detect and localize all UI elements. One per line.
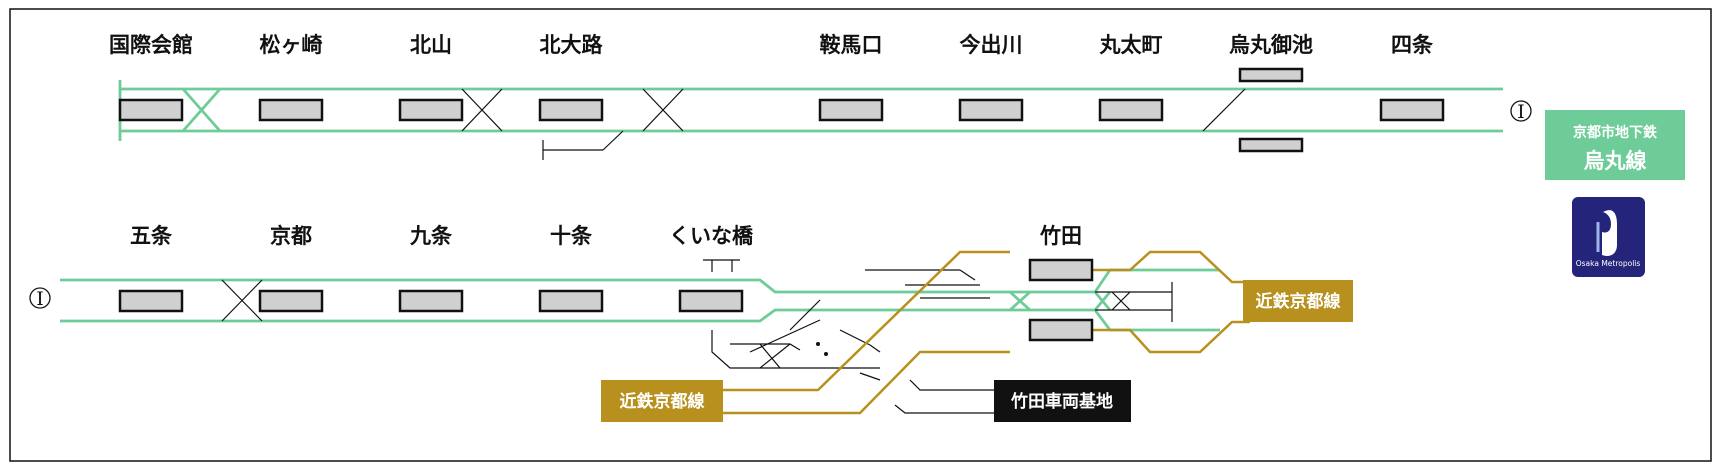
depot-label: 竹田車両基地 bbox=[1010, 391, 1113, 412]
continuation-circle-left bbox=[29, 287, 51, 309]
station-label: 十条 bbox=[550, 224, 593, 248]
lower-row-tracks bbox=[60, 268, 1220, 332]
continuation-mark-right: Ⅰ bbox=[1517, 101, 1525, 123]
station-label: 五条 bbox=[130, 224, 173, 248]
station-label: 国際会館 bbox=[109, 33, 193, 57]
diagram-border bbox=[9, 8, 1712, 462]
lower-row-platforms bbox=[118, 258, 1094, 342]
kintetsu-tracks bbox=[720, 250, 1250, 415]
kintetsu-track-4 bbox=[1090, 320, 1250, 354]
station-label: 丸太町 bbox=[1099, 33, 1163, 57]
line-name: 烏丸線 bbox=[1584, 149, 1647, 173]
kintetsu-tag-left: 近鉄京都線 bbox=[601, 380, 723, 422]
upper-row-platforms bbox=[118, 67, 1445, 153]
station-label: 烏丸御池 bbox=[1229, 33, 1313, 57]
station-label: 鞍馬口 bbox=[820, 33, 883, 57]
kintetsu-track-1 bbox=[720, 250, 1010, 392]
continuation-circle-right bbox=[1510, 100, 1532, 122]
kintetsu-tag-right: 近鉄京都線 bbox=[1243, 280, 1353, 322]
kintetsu-track-2 bbox=[720, 350, 1010, 415]
station-label: 松ヶ崎 bbox=[260, 33, 323, 57]
line-name-box: 京都市地下鉄 烏丸線 bbox=[1545, 110, 1685, 180]
depot-tag: 竹田車両基地 bbox=[994, 380, 1131, 422]
station-label: 北大路 bbox=[540, 33, 604, 57]
station-label: 九条 bbox=[409, 224, 453, 248]
station-label: 北山 bbox=[410, 33, 452, 57]
station-label: くいな橋 bbox=[669, 224, 754, 248]
lower-track-2 bbox=[60, 308, 1040, 323]
kintetsu-label-right: 近鉄京都線 bbox=[1256, 291, 1341, 312]
logo-mark-icon bbox=[1602, 210, 1617, 256]
lower-station-labels: 五条 京都 九条 十条 くいな橋 竹田 bbox=[130, 224, 1082, 248]
lower-row-black-tracks bbox=[221, 259, 1173, 414]
continuation-mark-left: Ⅰ bbox=[36, 288, 44, 310]
upper-row-tracks bbox=[118, 80, 1503, 141]
operator-logo: Osaka Metropolis bbox=[1572, 197, 1645, 277]
station-label: 四条 bbox=[1391, 33, 1434, 57]
kintetsu-track-3 bbox=[1090, 250, 1250, 284]
station-label: 今出川 bbox=[960, 33, 1023, 57]
station-label: 竹田 bbox=[1039, 224, 1082, 248]
lower-track-1 bbox=[60, 278, 1040, 294]
operator-name: 京都市地下鉄 bbox=[1573, 124, 1658, 141]
station-label: 京都 bbox=[270, 224, 312, 248]
upper-station-labels: 国際会館 松ヶ崎 北山 北大路 鞍馬口 今出川 丸太町 烏丸御池 四条 bbox=[109, 33, 1434, 57]
logo-text: Osaka Metropolis bbox=[1576, 259, 1641, 268]
kintetsu-label-left: 近鉄京都線 bbox=[620, 391, 705, 412]
crossover-green-b bbox=[181, 88, 222, 132]
upper-row-black-tracks bbox=[461, 88, 1246, 160]
